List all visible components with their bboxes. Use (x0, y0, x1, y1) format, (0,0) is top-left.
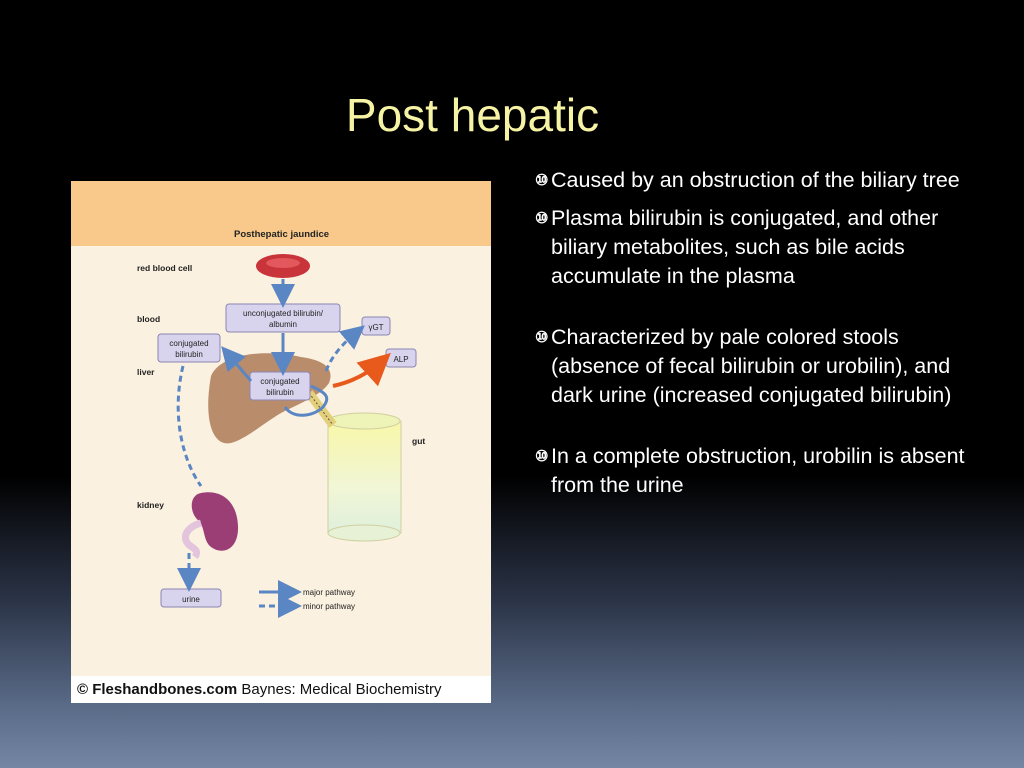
arrow-blood-to-kidney (176, 365, 203, 487)
bullet-text: In a complete obstruction, urobilin is a… (551, 444, 965, 497)
bullet-text: Caused by an obstruction of the biliary … (551, 168, 960, 192)
ggt-label: γGT (368, 323, 383, 332)
bullet-text: Plasma bilirubin is conjugated, and othe… (551, 206, 939, 288)
bullet-marker-icon: ⑩ (535, 329, 549, 346)
conjugated-bilirubin-blood-box (157, 333, 221, 363)
bullet-list: ⑩ Caused by an obstruction of the biliar… (535, 166, 975, 509)
gut-cylinder-bottom (327, 524, 401, 542)
bullet-marker-icon: ⑩ (535, 210, 549, 227)
arrow-to-ggt (324, 325, 365, 372)
bullet-item: ⑩ Plasma bilirubin is conjugated, and ot… (535, 204, 975, 291)
label-liver: liver (137, 367, 155, 377)
arrow-to-alp (332, 352, 391, 388)
figure-header-band (71, 181, 491, 246)
bullet-item: ⑩ In a complete obstruction, urobilin is… (535, 442, 975, 500)
credit-source: Baynes: Medical Biochemistry (237, 681, 442, 698)
conj-liver-line2: bilirubin (266, 388, 294, 397)
alp-label: ALP (393, 355, 408, 364)
conj-liver-line1: conjugated (260, 377, 299, 386)
figure-heading: Posthepatic jaundice (234, 229, 329, 240)
unconjugated-line1: unconjugated bilirubin/ (243, 309, 324, 318)
legend-major-label: major pathway (303, 588, 355, 597)
figure-credit: © Fleshandbones.com Baynes: Medical Bioc… (71, 676, 491, 703)
label-red-blood-cell: red blood cell (137, 263, 192, 273)
urine-label: urine (182, 595, 200, 604)
arrow-liver-loop (283, 384, 329, 417)
credit-logo: © Fleshandbones.com (77, 681, 238, 698)
arrow-liver-to-blood (221, 346, 253, 382)
conj-blood-line1: conjugated (169, 339, 208, 348)
label-blood: blood (137, 314, 160, 324)
figure-diagram: Posthepatic jaundice red blood cell bloo… (71, 181, 491, 618)
bullet-text: Characterized by pale colored stools (ab… (551, 325, 952, 407)
legend-minor-label: minor pathway (303, 602, 355, 611)
gut-cylinder-top (327, 412, 401, 430)
kidney-icon (191, 492, 239, 551)
slide-title: Post hepatic (345, 89, 600, 141)
bullet-item: ⑩ Caused by an obstruction of the biliar… (535, 166, 975, 195)
red-blood-cell-highlight (266, 258, 300, 268)
ureter (182, 519, 203, 559)
bullet-marker-icon: ⑩ (535, 172, 549, 189)
posthepatic-jaundice-figure: Posthepatic jaundice red blood cell bloo… (71, 181, 491, 703)
bullet-marker-icon: ⑩ (535, 448, 549, 465)
unconjugated-line2: albumin (269, 320, 297, 329)
label-gut: gut (412, 436, 425, 446)
bullet-item: ⑩ Characterized by pale colored stools (… (535, 323, 975, 410)
conj-blood-line2: bilirubin (175, 350, 203, 359)
gut-cylinder-icon (327, 420, 402, 534)
label-kidney: kidney (137, 500, 164, 510)
